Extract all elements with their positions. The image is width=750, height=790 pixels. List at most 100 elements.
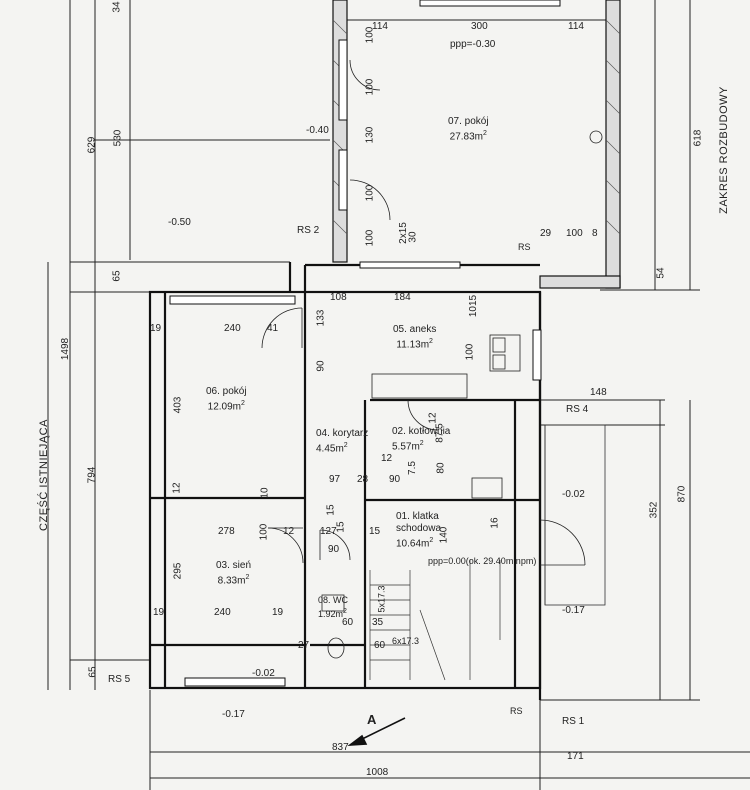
dim-05-90: 90 xyxy=(315,360,327,372)
room-08-area: 1.92m xyxy=(318,609,344,619)
room-01-area: 10.64m xyxy=(396,538,430,550)
dim-07-100e: 100 xyxy=(566,228,583,239)
room-03-area: 8.33m xyxy=(217,575,246,587)
level-002-bottom: -0.02 xyxy=(252,668,275,679)
dim-right-54: 54 xyxy=(655,267,667,279)
dim-misc-6x173: 6x17.3 xyxy=(392,636,420,646)
dim-misc-15a: 15 xyxy=(369,526,381,537)
dim-left-65-bottom: 65 xyxy=(87,666,99,678)
dim-07-100b: 100 xyxy=(364,78,376,96)
dim-misc-5x173: 5x17.3 xyxy=(376,585,387,613)
room-01-name2: schodowa xyxy=(396,523,442,534)
dim-misc-140: 140 xyxy=(438,526,450,544)
extension-range-label: ZAKRES ROZBUDOWY xyxy=(717,86,730,214)
room-04-area: 4.45m xyxy=(316,443,344,455)
dim-misc-16: 16 xyxy=(489,517,501,529)
dim-misc-100: 100 xyxy=(258,523,270,541)
dim-left-65-top: 65 xyxy=(111,270,123,282)
dim-right-148: 148 xyxy=(590,387,607,398)
section-rs-small-bottom: RS xyxy=(510,706,523,716)
room-04: 04. korytarz 4.45m2 xyxy=(316,428,368,455)
dim-07-130: 130 xyxy=(364,126,376,144)
room-06-unit: 2 xyxy=(241,400,245,407)
room-01-name: 01. klatka xyxy=(396,511,439,522)
dim-misc-875: 87.5 xyxy=(434,423,446,443)
dim-misc-15c: 15 xyxy=(335,521,347,533)
dim-misc-60b: 60 xyxy=(374,640,386,651)
room-05-unit: 2 xyxy=(429,338,433,345)
room-04-unit: 2 xyxy=(343,442,348,449)
dim-misc-80: 80 xyxy=(435,462,447,474)
dim-bottom-1008: 1008 xyxy=(366,767,389,778)
room-08-unit: 2 xyxy=(343,608,347,615)
room-08-name: 08. WC xyxy=(318,595,349,605)
dim-left-794: 794 xyxy=(86,466,98,484)
dim-05-133: 133 xyxy=(315,309,327,327)
dim-07-100d: 100 xyxy=(364,229,376,247)
dim-05-108: 108 xyxy=(330,292,347,303)
room-06-area: 12.09m xyxy=(207,401,242,413)
room-05: 05. aneks 11.13m2 xyxy=(393,324,436,351)
level-017-bottom: -0.17 xyxy=(222,709,245,720)
dim-misc-90b: 90 xyxy=(328,544,340,555)
dim-06-12: 12 xyxy=(171,482,183,494)
dim-right-352: 352 xyxy=(648,501,660,519)
room-01-unit: 2 xyxy=(429,537,434,544)
dim-right-618: 618 xyxy=(692,129,704,147)
room-05-area: 11.13m xyxy=(396,339,430,351)
room-03-unit: 2 xyxy=(245,574,250,581)
dim-misc-27: 27 xyxy=(298,640,310,651)
room-08: 08. WC 1.92m2 xyxy=(318,594,348,620)
dim-06-10: 10 xyxy=(259,487,271,499)
room-06: 06. pokój 12.09m2 xyxy=(206,386,247,413)
room-07: 07. pokój 27.83m2 xyxy=(448,116,489,143)
room-07-name: 07. pokój xyxy=(448,116,489,127)
dim-misc-60a: 60 xyxy=(342,617,354,628)
dim-left-403: 403 xyxy=(172,396,184,414)
section-rs2: RS 2 xyxy=(297,225,320,236)
dim-misc-97: 97 xyxy=(329,474,341,485)
dim-top-34: 34 xyxy=(111,1,123,13)
level-ppp-top: ppp=-0.30 xyxy=(450,39,496,50)
dim-top-114-right: 114 xyxy=(568,21,584,32)
dim-misc-12c: 12 xyxy=(283,526,295,537)
dim-bottom-837: 837 xyxy=(332,742,349,753)
dim-left-295: 295 xyxy=(172,562,184,580)
level-ppp-main: ppp=0.00(ok. 29.40m npm) xyxy=(428,556,537,566)
room-02: 02. kotłownia 5.57m2 xyxy=(392,426,450,453)
dim-top-300: 300 xyxy=(471,21,488,32)
dim-misc-15b: 15 xyxy=(325,504,337,516)
dim-left-629: 629 xyxy=(86,136,98,154)
room-07-unit: 2 xyxy=(483,130,487,137)
room-02-name: 02. kotłownia xyxy=(392,426,451,437)
dim-misc-12b: 12 xyxy=(381,453,393,464)
dim-bottom-171: 171 xyxy=(567,751,584,762)
room-03-name: 03. sień xyxy=(216,560,252,571)
room-05-name: 05. aneks xyxy=(393,324,437,335)
dim-06-41: 41 xyxy=(267,323,279,334)
room-01: 01. klatka schodowa 10.64m2 xyxy=(396,511,441,550)
dim-07-100c: 100 xyxy=(364,184,376,202)
room-06-name: 06. pokój xyxy=(206,386,247,397)
level-040: -0.40 xyxy=(306,125,329,136)
dim-misc-19a: 19 xyxy=(153,607,165,618)
dim-07-8: 8 xyxy=(592,228,598,239)
level-050: -0.50 xyxy=(168,217,191,228)
dim-05-100: 100 xyxy=(464,343,476,361)
section-a-label: A xyxy=(367,712,377,727)
section-rs-small-top: RS xyxy=(518,242,531,252)
room-02-unit: 2 xyxy=(419,440,424,447)
section-rs5: RS 5 xyxy=(108,674,131,685)
dim-misc-75: 7.5 xyxy=(406,461,418,475)
level-017-right: -0.17 xyxy=(562,605,585,616)
dim-misc-240: 240 xyxy=(214,607,231,618)
dim-07-100a: 100 xyxy=(364,26,376,44)
section-rs4: RS 4 xyxy=(566,404,589,415)
dim-07-29: 29 xyxy=(540,228,552,239)
dim-05-184: 184 xyxy=(394,292,411,303)
section-rs1: RS 1 xyxy=(562,716,585,727)
dim-misc-278: 278 xyxy=(218,526,235,537)
dim-right-870: 870 xyxy=(676,485,688,503)
dim-misc-28: 28 xyxy=(357,474,369,485)
